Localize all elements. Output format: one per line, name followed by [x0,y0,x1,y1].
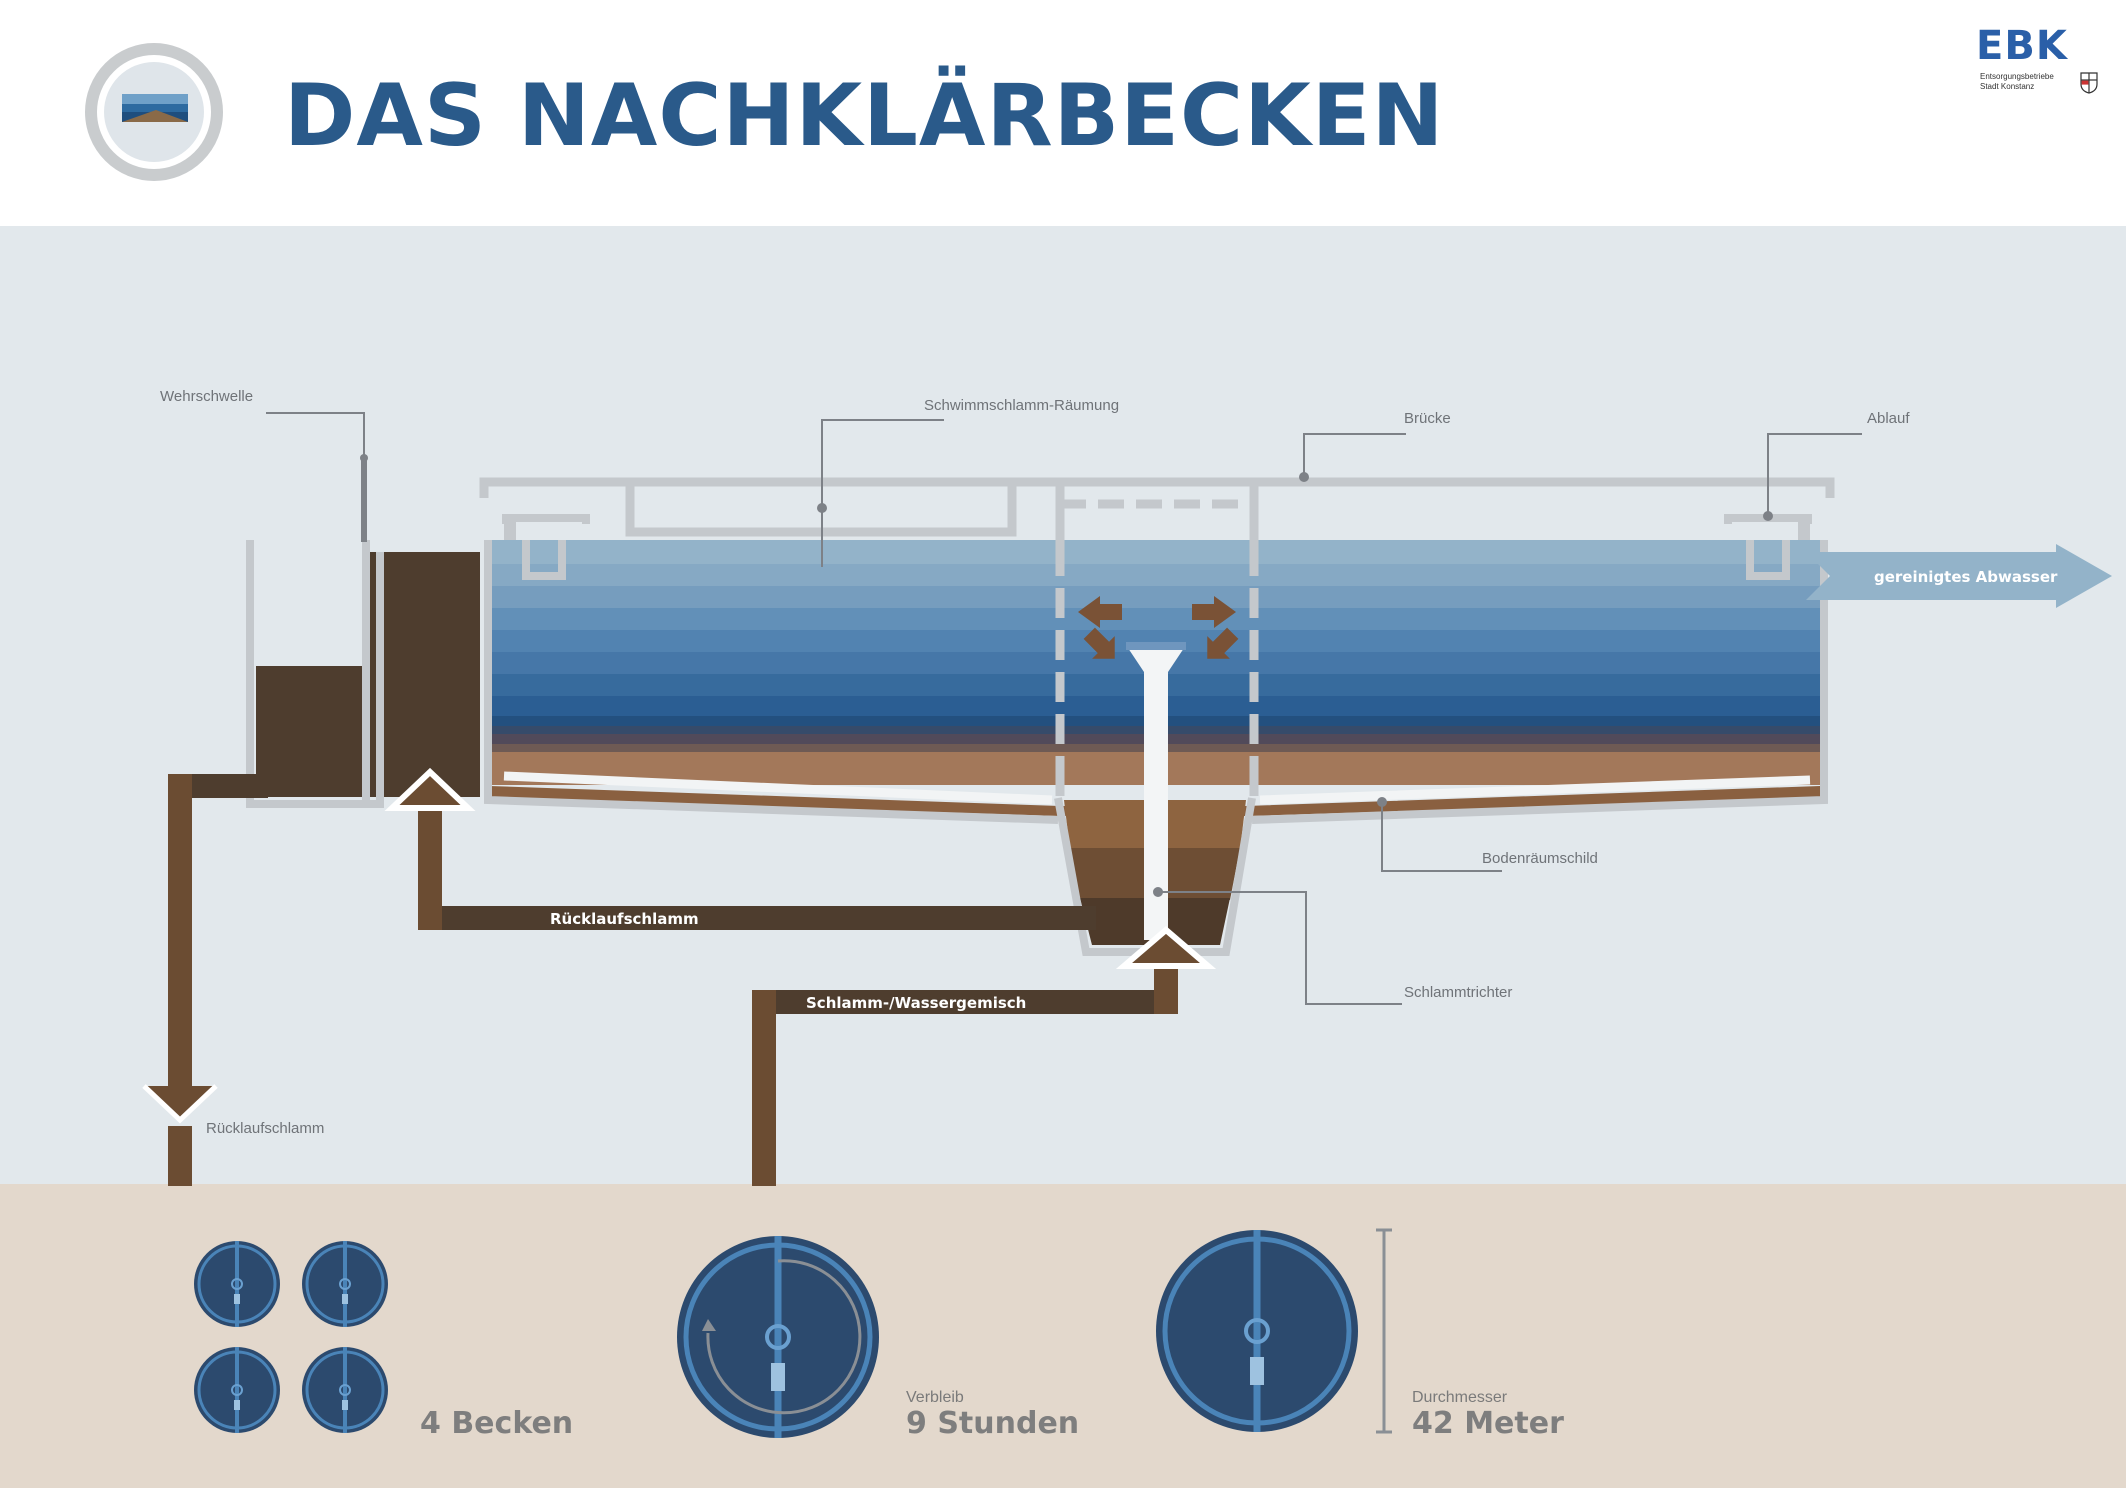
small-basin [302,1347,388,1433]
mixture-down-pipe [752,990,776,1186]
center-pipe-cap [1126,642,1186,650]
outflow-label: gereinigtes Abwasser [1874,568,2058,586]
return-sludge-band [422,906,1096,930]
label-schwimmschlamm: Schwimmschlamm-Räumung [924,397,1119,414]
stat-value-durchmesser: 42 Meter [1412,1406,1564,1441]
inlet-chamber-tall [370,552,480,797]
stat-label-durchmesser: Durchmesser [1412,1389,1508,1406]
logo-subtitle-1: Entsorgungsbetriebe [1980,72,2054,81]
stat-label-verbleib: Verbleib [906,1389,964,1406]
logo-mark: EBK [1976,23,2068,69]
mixture-band [752,990,1166,1014]
header: DAS NACHKLÄRBECKEN EBK Entsorgungsbetrie… [0,0,2126,226]
water-body [490,540,1820,785]
label-schlammtrichter: Schlammtrichter [1404,984,1512,1001]
diameter-bracket [1376,1228,1392,1434]
left-outlet-arrow-outline [142,1084,218,1124]
bridge [479,477,1835,498]
bottom-scraper [503,771,1811,805]
distribution-arrows [1078,596,1239,659]
left-outlet-stub [168,1126,192,1186]
page-title: DAS NACHKLÄRBECKEN [284,66,1445,166]
trough-tab-left [504,520,516,540]
return-sludge-label: Rücklaufschlamm [550,910,699,928]
stat-value-verbleib: 9 Stunden [906,1406,1079,1441]
inlet-outline [246,540,384,808]
mixture-arrowhead [1115,926,1217,969]
mixture-riser [1154,964,1178,1014]
return-sludge-arrowhead [384,767,476,811]
ground-area [0,1184,2126,1488]
basin-rotation [677,1236,879,1438]
center-pipe [1128,648,1184,940]
small-basin [302,1241,388,1327]
stat-value-becken: 4 Becken [420,1406,573,1441]
inlet-chamber-low [256,666,370,797]
mixture-label: Schlamm-/Wassergemisch [806,994,1026,1012]
small-basin [194,1347,280,1433]
outflow-arrow [1806,544,2112,608]
label-ruecklaufschlamm-bottom: Rücklaufschlamm [206,1120,324,1137]
label-bodenraeumschild: Bodenräumschild [1482,850,1598,867]
weir-sill-marker [361,456,367,542]
left-outlet-pipe [168,774,192,1086]
clarifier-diagram: gereinigtes Abwasser Rücklaufschlamm Sch… [0,226,2126,1488]
small-basin [194,1241,280,1327]
city-crest-icon [2080,72,2098,94]
ebk-logo: EBK Entsorgungsbetriebe Stadt Konstanz [1976,24,2102,104]
label-bruecke: Brücke [1404,410,1451,427]
small-basins [194,1241,388,1433]
label-ablauf: Ablauf [1867,410,1910,427]
leader-lines [266,412,1862,1005]
tank-outline [484,540,1828,824]
return-sludge-riser [418,808,442,930]
label-wehrschwelle: Wehrschwelle [160,388,253,405]
basin-diameter [1156,1230,1358,1432]
trough-tab-right [1798,520,1810,540]
left-outlet-arrowhead [144,1086,216,1120]
basin-icon [85,43,223,181]
logo-subtitle-2: Stadt Konstanz [1980,82,2035,91]
